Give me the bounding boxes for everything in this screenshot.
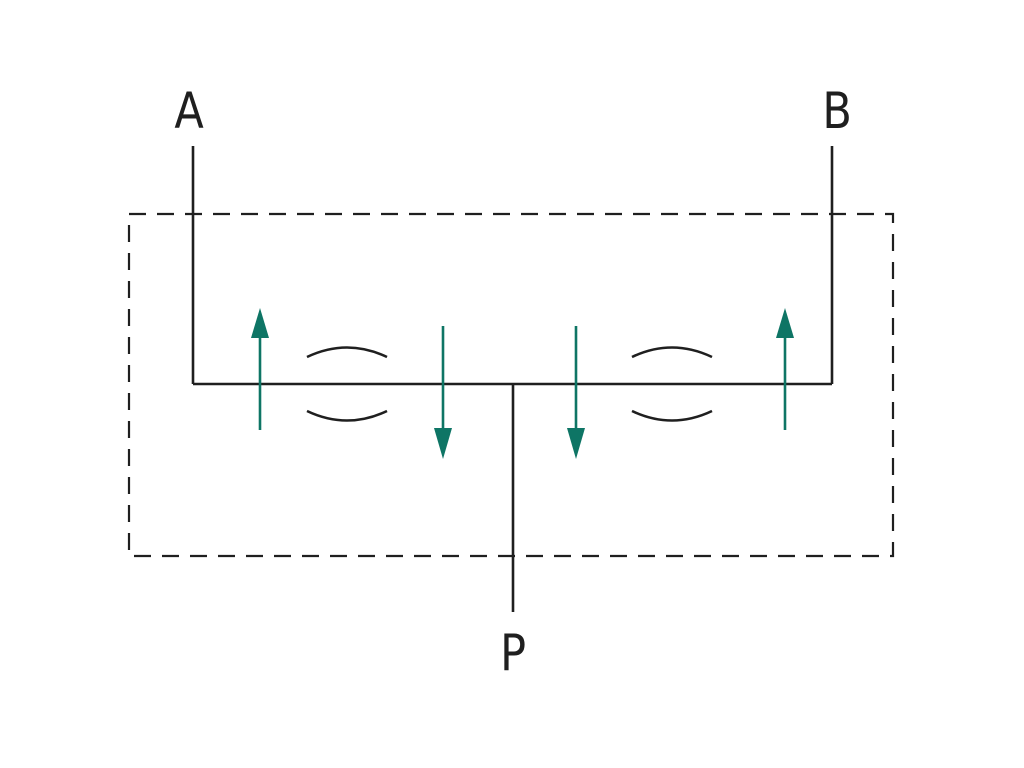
port-b-label: B	[822, 82, 852, 140]
flow-arrow-up-right-icon	[776, 308, 794, 430]
flow-arrow-up-left-icon	[251, 308, 269, 430]
port-p-label: P	[500, 624, 527, 682]
flow-arrows	[251, 308, 794, 459]
component-boundary-dashed	[127, 212, 895, 558]
flow-arrow-down-right-icon	[567, 326, 585, 459]
restrictor-left-icon	[306, 346, 388, 422]
flow-lines	[191, 146, 834, 612]
port-a-label: A	[174, 82, 204, 140]
restrictor-right-icon	[631, 346, 713, 422]
flow-arrow-down-left-icon	[434, 326, 452, 459]
